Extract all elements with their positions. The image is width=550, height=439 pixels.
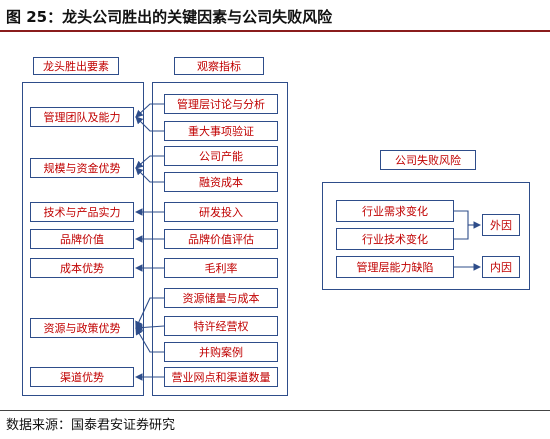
indicator-rnd: 研发投入 xyxy=(164,202,278,222)
indicator-franchise: 特许经营权 xyxy=(164,316,278,336)
indicator-mna-cases: 并购案例 xyxy=(164,342,278,362)
bracket-external xyxy=(454,210,469,240)
risk-mgmt-deficiency: 管理层能力缺陷 xyxy=(336,256,454,278)
external-cause-label: 外因 xyxy=(482,214,520,236)
indicator-capacity: 公司产能 xyxy=(164,146,278,166)
indicator-gross-margin: 毛利率 xyxy=(164,258,278,278)
arrow-major-events xyxy=(135,116,164,132)
indicator-brand-valuation: 品牌价值评估 xyxy=(164,229,278,249)
factors-header: 龙头胜出要素 xyxy=(33,57,119,75)
arrow-capacity xyxy=(135,155,164,169)
arrow-resource-reserve xyxy=(135,297,164,329)
risk-panel xyxy=(322,182,530,290)
indicator-mgmt-discussion: 管理层讨论与分析 xyxy=(164,94,278,114)
source-note: 数据来源：国泰君安证券研究 xyxy=(6,418,176,433)
source-rule xyxy=(0,410,550,411)
indicators-header: 观察指标 xyxy=(174,57,264,75)
risk-demand-change: 行业需求变化 xyxy=(336,200,454,222)
factor-channel: 渠道优势 xyxy=(30,367,134,387)
factor-brand: 品牌价值 xyxy=(30,229,134,249)
factor-scale-capital: 规模与资金优势 xyxy=(30,158,134,178)
arrow-mgmt-discussion xyxy=(135,103,164,118)
arrow-franchise xyxy=(134,323,165,332)
figure-title: 图 25：龙头公司胜出的关键因素与公司失败风险 xyxy=(6,8,333,26)
arrow-financing-cost xyxy=(135,167,164,183)
risk-header: 公司失败风险 xyxy=(380,150,476,170)
indicator-resource-reserve: 资源储量与成本 xyxy=(164,288,278,308)
indicator-major-events: 重大事项验证 xyxy=(164,121,278,141)
indicator-financing-cost: 融资成本 xyxy=(164,172,278,192)
factor-resource-policy: 资源与政策优势 xyxy=(30,318,134,338)
indicator-channel-count: 营业网点和渠道数量 xyxy=(164,367,278,387)
internal-cause-label: 内因 xyxy=(482,256,520,278)
factor-management: 管理团队及能力 xyxy=(30,107,134,127)
factor-cost: 成本优势 xyxy=(30,258,134,278)
title-rule xyxy=(0,30,550,32)
risk-tech-change: 行业技术变化 xyxy=(336,228,454,250)
factor-tech-product: 技术与产品实力 xyxy=(30,202,134,222)
arrow-mna-cases xyxy=(135,327,164,353)
